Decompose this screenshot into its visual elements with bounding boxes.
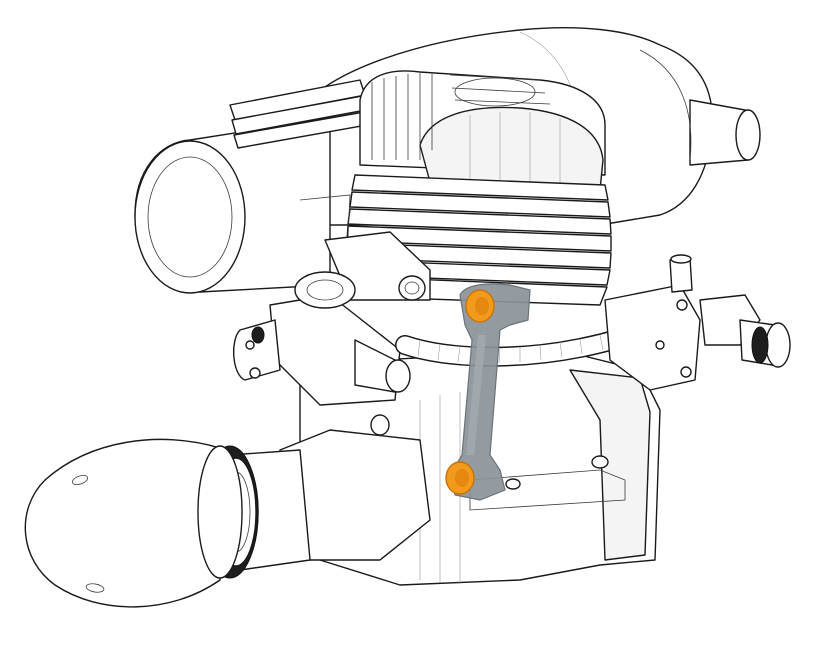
- muffler-fins-icon: [229, 79, 368, 149]
- carburetor-icon: [233, 271, 411, 406]
- backplate-bracket-icon: [604, 254, 701, 391]
- rear-canister-icon: [134, 117, 331, 294]
- spinner-icon: [24, 438, 243, 608]
- cylinder-head-icon: [359, 70, 606, 191]
- needle-valve-icon: [251, 326, 265, 344]
- small-end-bearing-icon: [465, 289, 495, 323]
- glow-plug-icon: [699, 294, 791, 368]
- big-end-bearing-icon: [445, 461, 475, 495]
